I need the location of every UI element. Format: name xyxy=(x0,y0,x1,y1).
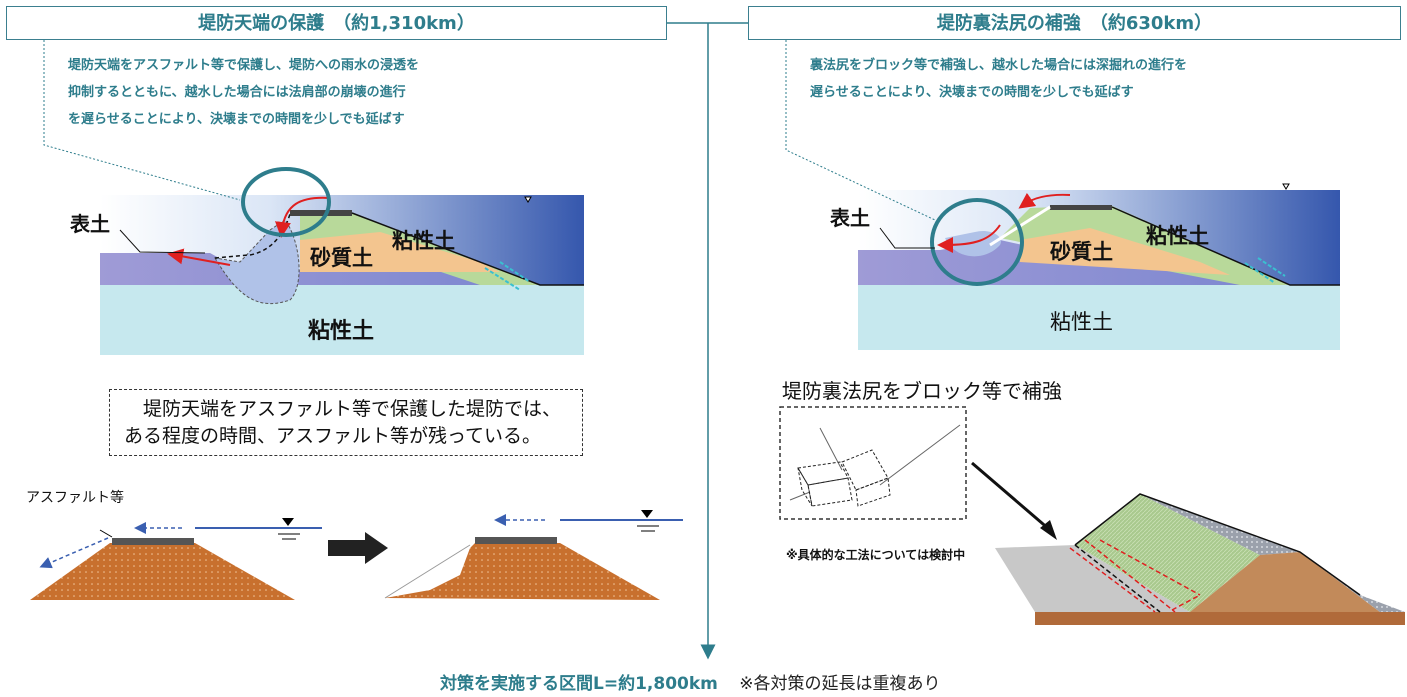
block-reinforced-embankment xyxy=(995,493,1405,625)
block-reinforcement-heading: 堤防裏法尻をブロック等で補強 xyxy=(782,379,1062,403)
left-note-line: ある程度の時間、アスファルト等が残っている。 xyxy=(124,425,542,447)
right-sandy-soil-label: 砂質土 xyxy=(1050,240,1113,264)
left-embankment-section xyxy=(43,40,584,355)
left-topsoil-label: 表土 xyxy=(70,212,110,236)
asphalt-embankment-after xyxy=(384,510,683,600)
transition-arrow xyxy=(328,532,388,564)
right-topsoil-label: 表土 xyxy=(830,206,870,230)
left-title: 堤防天端の保護 （約1,310km） xyxy=(6,6,667,40)
right-clay-lower-label: 粘性土 xyxy=(1050,310,1113,334)
right-embankment-section xyxy=(785,40,1340,350)
left-description-line: を遅らせることにより、決壊までの時間を少しでも延ばす xyxy=(68,112,405,127)
right-clay-upper-label: 粘性土 xyxy=(1146,224,1209,248)
asphalt-embankment-before xyxy=(30,518,322,600)
right-description-line: 遅らせることにより、決壊までの時間を少しでも延ばす xyxy=(810,85,1134,100)
left-clay-lower-label: 粘性土 xyxy=(308,319,375,344)
left-sandy-soil-label: 砂質土 xyxy=(310,246,373,270)
block-detail-box xyxy=(779,406,967,520)
left-description-line: 堤防天端をアスファルト等で保護し、堤防への雨水の浸透を xyxy=(68,58,420,73)
center-connector xyxy=(667,22,750,660)
left-description: 堤防天端をアスファルト等で保護し、堤防への雨水の浸透を 抑制するとともに、越水し… xyxy=(68,52,419,133)
right-description-line: 裏法尻をブロック等で補強し、越水した場合には深掘れの進行を xyxy=(810,58,1188,73)
left-note-box: 堤防天端をアスファルト等で保護した堤防では、 ある程度の時間、アスファルト等が残… xyxy=(109,389,583,456)
left-description-line: 抑制するとともに、越水した場合には法肩部の崩壊の進行 xyxy=(68,85,406,100)
footer: 対策を実施する区間L=約1,800km ※各対策の延長は重複あり xyxy=(440,669,941,694)
footer-note: ※各対策の延長は重複あり xyxy=(739,674,941,694)
footer-main: 対策を実施する区間L=約1,800km xyxy=(440,674,718,694)
left-clay-upper-label: 粘性土 xyxy=(392,229,455,253)
asphalt-label: アスファルト等 xyxy=(26,490,124,506)
right-title: 堤防裏法尻の補強 （約630km） xyxy=(748,6,1401,40)
method-under-review-note: ※具体的な工法については検討中 xyxy=(786,548,966,562)
left-note-line: 堤防天端をアスファルト等で保護した堤防では、 xyxy=(124,398,562,420)
right-description: 裏法尻をブロック等で補強し、越水した場合には深掘れの進行を 遅らせることにより、… xyxy=(810,52,1187,106)
